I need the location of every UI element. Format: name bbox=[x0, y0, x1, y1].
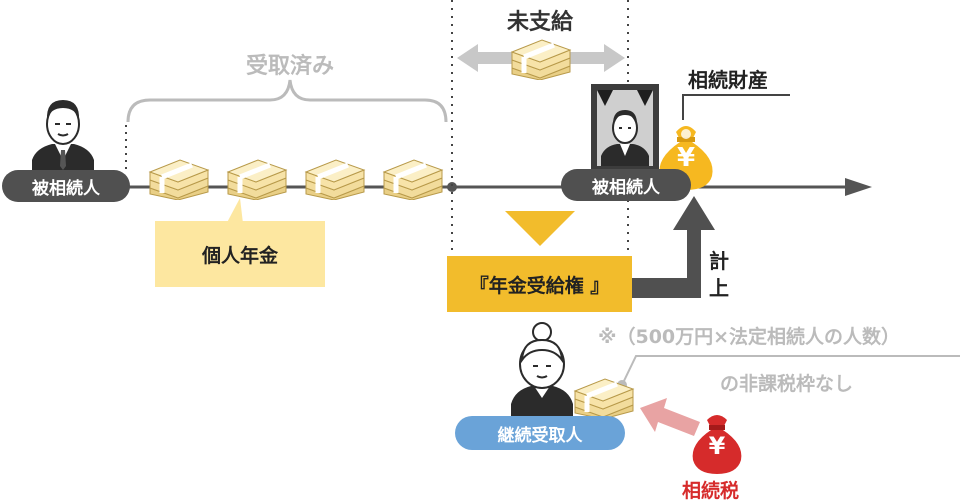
money-bundle-icon bbox=[382, 159, 444, 200]
received-brace bbox=[126, 79, 448, 123]
pension-right-box: 『年金受給権 』 bbox=[447, 256, 632, 312]
memorial-portrait-icon bbox=[591, 84, 659, 172]
money-bundle-icon bbox=[510, 39, 572, 80]
money-bundle-icon bbox=[226, 159, 288, 200]
property-leader-line bbox=[682, 94, 790, 120]
recorded-label-1: 計 bbox=[709, 249, 729, 273]
exemption-note-line1: ※（500万円×法定相続人の人数） bbox=[598, 326, 901, 348]
inheritance-tax-label: 相続税 bbox=[682, 480, 740, 502]
exemption-leader-line bbox=[621, 355, 960, 386]
yen-money-bag-icon bbox=[692, 415, 742, 474]
down-triangle bbox=[505, 211, 575, 246]
elderly-woman-icon bbox=[511, 322, 573, 416]
deceased-label-right: 被相続人 bbox=[561, 169, 691, 201]
received-label: 受取済み bbox=[245, 54, 334, 79]
timeline-dot bbox=[447, 182, 457, 192]
recorded-arrow bbox=[632, 196, 715, 298]
tax-arrow bbox=[640, 398, 700, 436]
money-bundle-icon bbox=[573, 378, 635, 419]
successor-recipient-label: 継続受取人 bbox=[455, 416, 625, 450]
deceased-label-left: 被相続人 bbox=[2, 170, 130, 202]
personal-pension-box: 個人年金 bbox=[155, 221, 325, 287]
inherited-property-label: 相続財産 bbox=[688, 68, 768, 92]
yen-symbol: ¥ bbox=[708, 432, 726, 460]
timeline-arrowhead bbox=[845, 178, 872, 196]
exemption-note-line2: の非課税枠なし bbox=[720, 373, 854, 395]
recorded-label-2: 上 bbox=[709, 276, 729, 300]
yen-symbol: ¥ bbox=[676, 143, 696, 173]
money-bundle-icon bbox=[148, 159, 210, 200]
elderly-man-icon bbox=[32, 100, 94, 170]
unpaid-label: 未支給 bbox=[506, 10, 573, 35]
money-bundle-icon bbox=[304, 159, 366, 200]
